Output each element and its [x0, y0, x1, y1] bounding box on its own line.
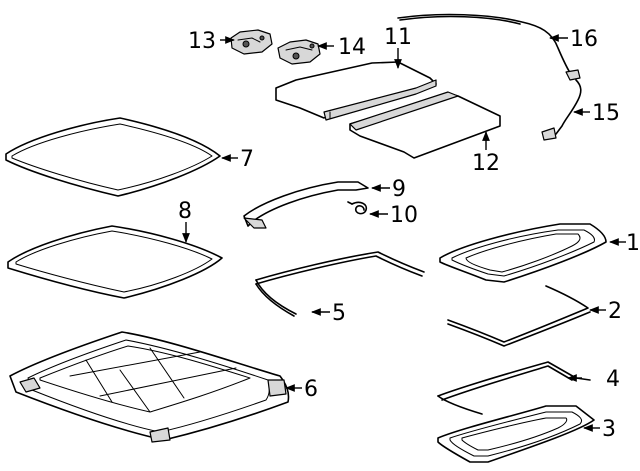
callout-9: 9: [392, 177, 406, 202]
part-8-weatherstrip: [7, 225, 223, 299]
callout-1: 1: [626, 231, 640, 256]
part-3-frame-tray: [437, 405, 595, 463]
part-13-motor: [230, 29, 273, 55]
callout-13: 13: [188, 29, 216, 54]
part-7-glass-panel: [5, 117, 221, 197]
callout-4: 4: [606, 367, 620, 392]
callout-7: 7: [240, 147, 254, 172]
part-10-spring: [347, 201, 368, 215]
part-16-drain-hose: [397, 13, 581, 81]
callout-3: 3: [602, 417, 616, 442]
callout-12: 12: [472, 151, 500, 176]
callout-6: 6: [304, 377, 318, 402]
part-12-sunshade: [349, 91, 501, 159]
callout-16: 16: [570, 27, 598, 52]
callout-14: 14: [338, 35, 366, 60]
callout-2: 2: [608, 299, 622, 324]
part-1-glass-frame: [439, 223, 607, 283]
callout-11: 11: [384, 25, 412, 50]
callout-5: 5: [332, 301, 346, 326]
part-9-wind-deflector: [243, 181, 369, 229]
part-14-motor-housing: [277, 39, 321, 65]
part-2-seal: [447, 285, 591, 347]
part-6-frame-housing: [9, 331, 290, 443]
callout-10: 10: [390, 203, 418, 228]
callout-labels: 13 14 11 12 16 15 7 8 9 10 1 2 5 6 4 3: [178, 25, 640, 442]
callout-8: 8: [178, 199, 192, 224]
leader-lines: [182, 34, 626, 432]
callout-15: 15: [592, 101, 620, 126]
part-15-drain-hose: [541, 79, 582, 141]
part-11-sunshade: [275, 61, 437, 121]
part-5-seal: [255, 251, 425, 317]
part-4-seal-frame: [437, 361, 591, 415]
